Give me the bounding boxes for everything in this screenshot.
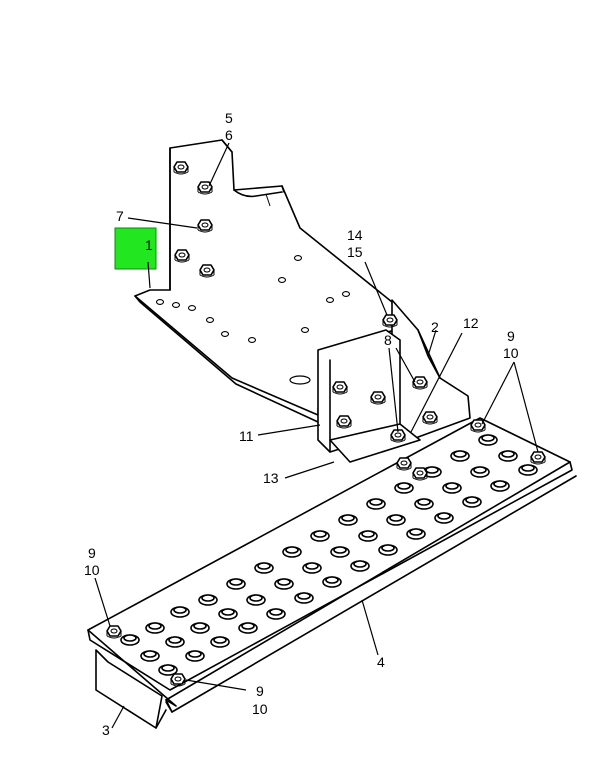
callout-5: 5 (225, 110, 233, 126)
callout-14: 14 (347, 227, 363, 243)
highlight-item-1[interactable]: 1 (114, 227, 157, 270)
callout-9-top: 9 (507, 328, 515, 344)
inner-bracket (317, 314, 438, 463)
support-leg (95, 649, 167, 729)
callout-3: 3 (102, 722, 110, 738)
callout-labels: 5 6 7 14 15 2 12 8 9 10 11 13 9 10 9 10 … (84, 110, 519, 738)
leader-lines (94, 142, 539, 729)
callout-9-bottom: 9 (256, 683, 264, 699)
callout-8: 8 (384, 332, 392, 348)
callout-13: 13 (263, 470, 279, 486)
callout-11: 11 (239, 428, 254, 444)
callout-12: 12 (463, 315, 479, 331)
callout-10-bottom: 10 (252, 701, 268, 717)
callout-9-left: 9 (88, 545, 96, 561)
callout-10-top: 10 (503, 345, 519, 361)
callout-7: 7 (116, 208, 124, 224)
highlight-label: 1 (145, 237, 153, 253)
callout-10-left: 10 (84, 562, 100, 578)
callout-6: 6 (225, 127, 233, 143)
step-tread (87, 417, 577, 713)
callout-4: 4 (377, 654, 385, 670)
callout-2: 2 (431, 319, 439, 335)
callout-15: 15 (347, 244, 363, 260)
